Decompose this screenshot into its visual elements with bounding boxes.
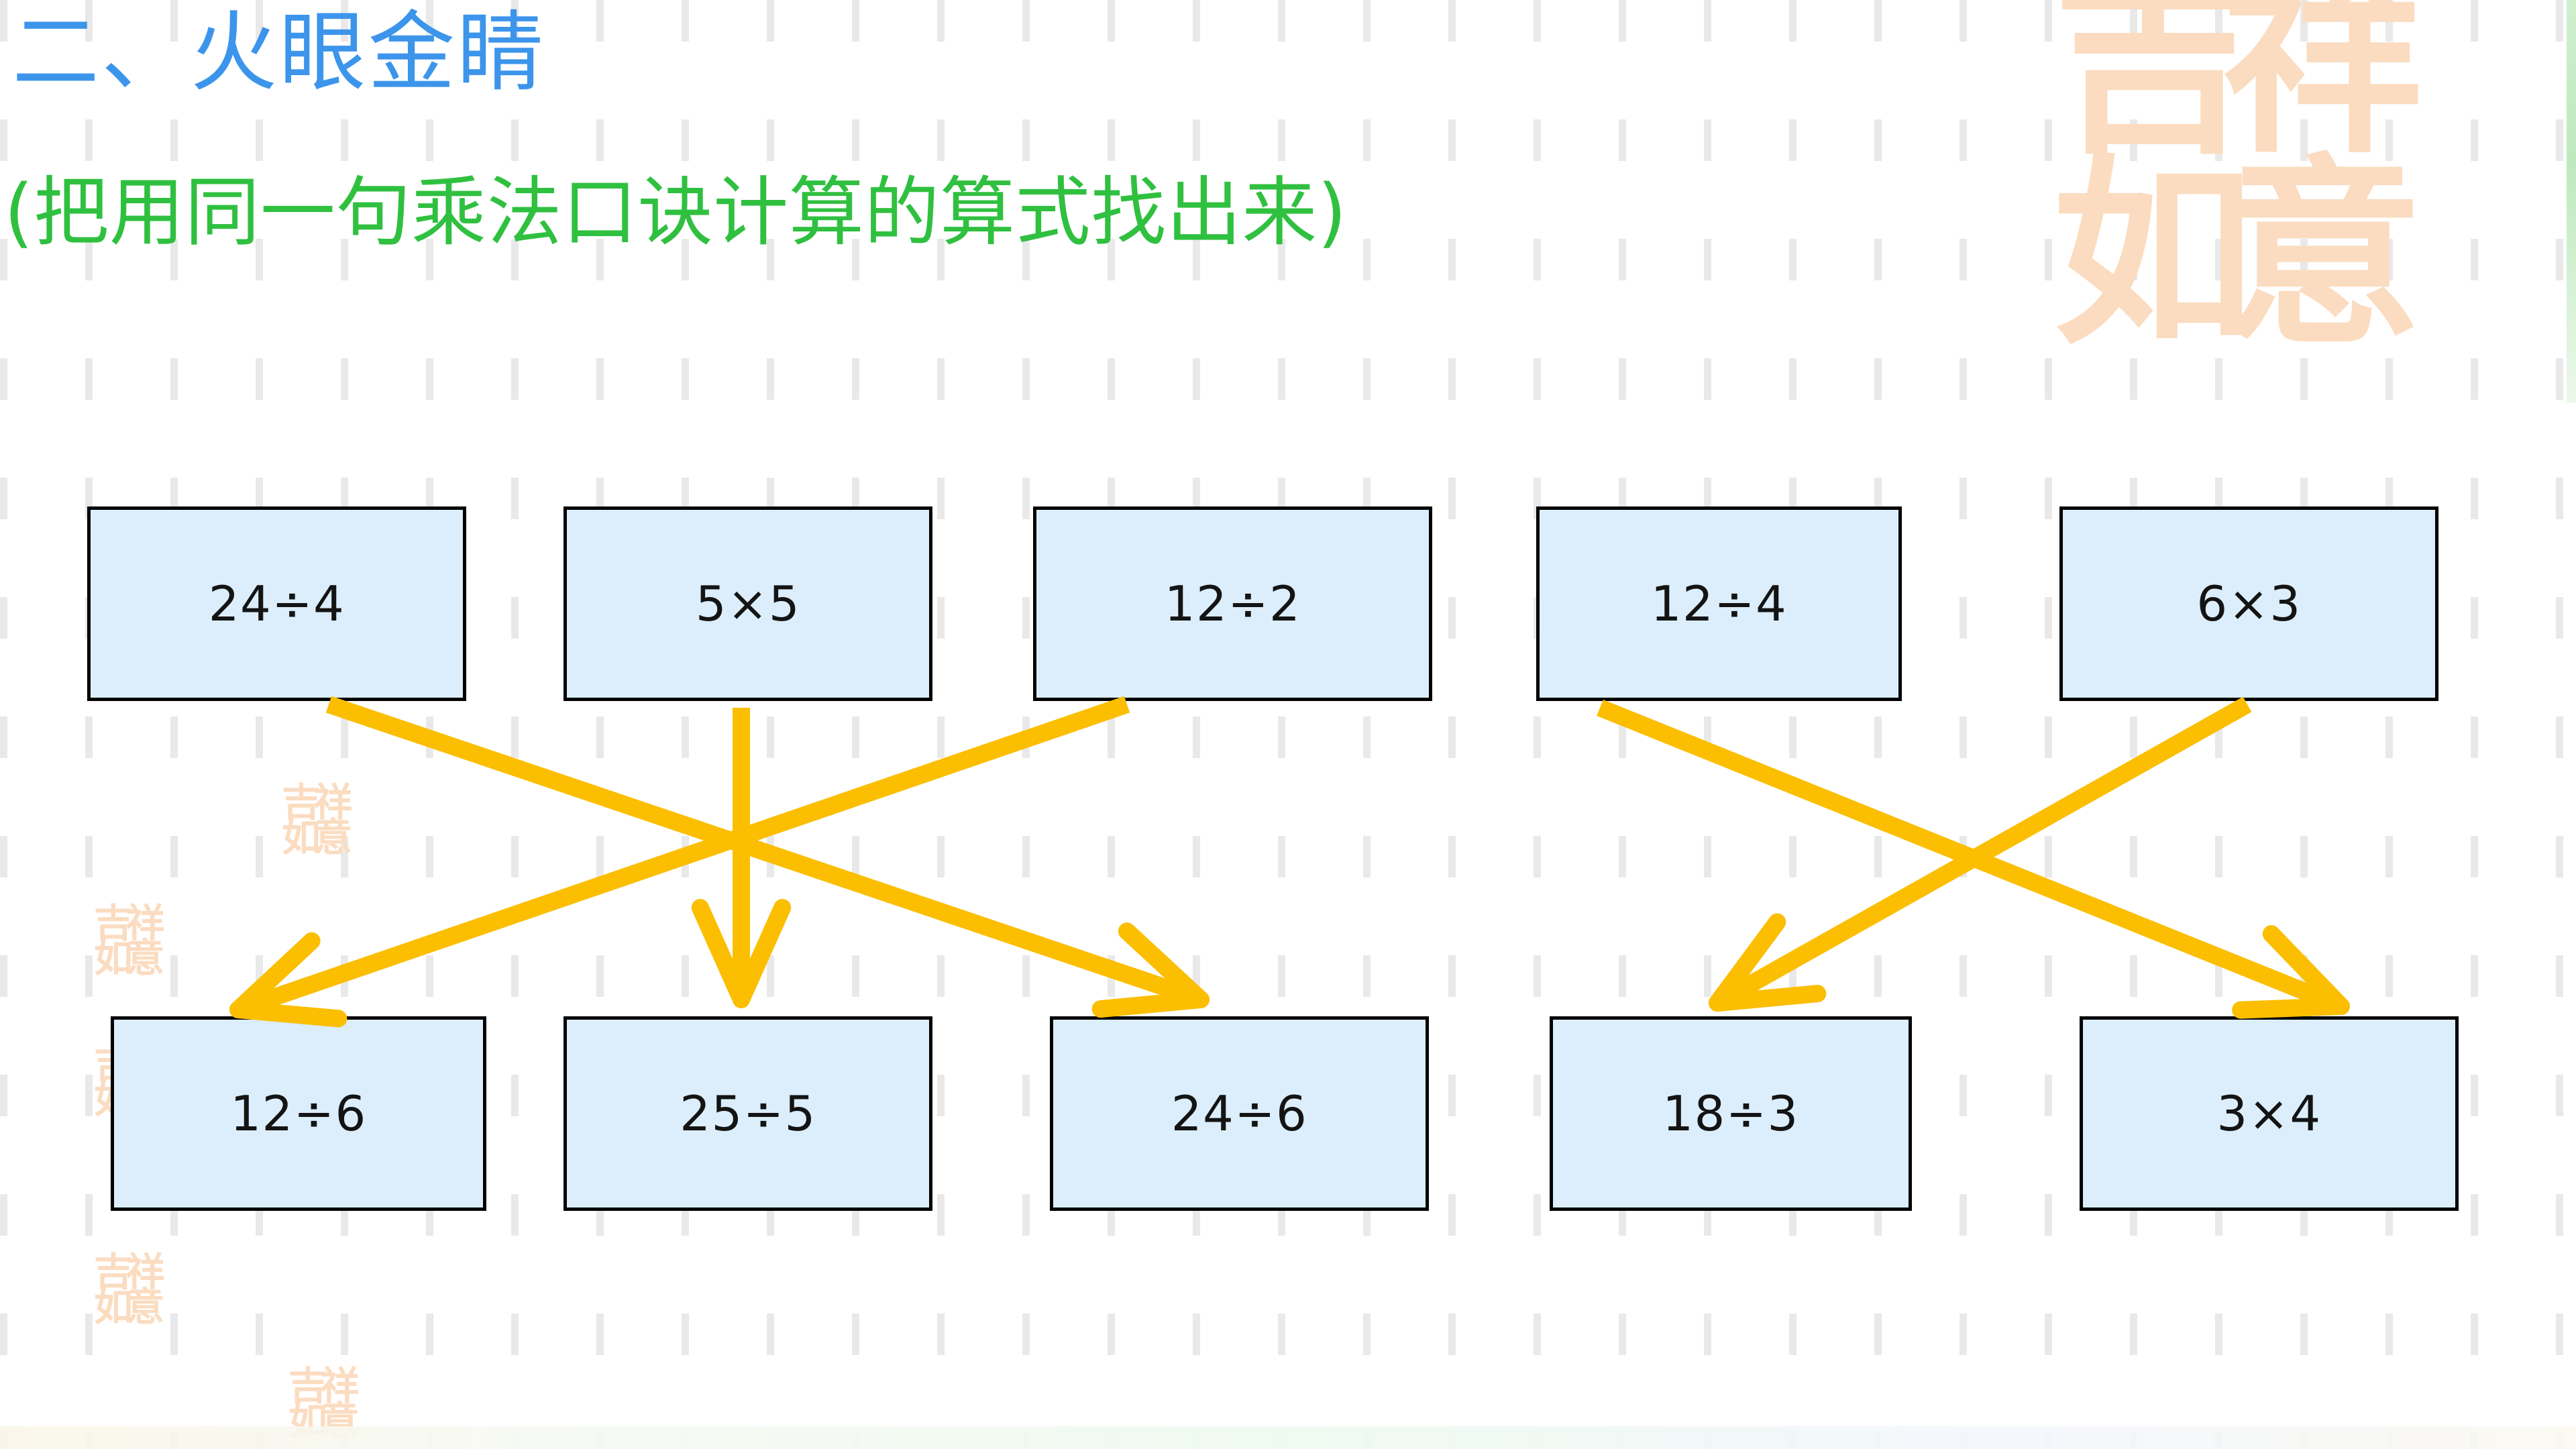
page-title: 二、火眼金睛 — [12, 1, 546, 103]
expression-box-top-3[interactable]: 12÷2 — [1033, 506, 1432, 701]
expression-box-bottom-3[interactable]: 24÷6 — [1050, 1016, 1429, 1211]
expression-box-top-1[interactable]: 24÷4 — [87, 506, 466, 701]
expression-box-top-4[interactable]: 12÷4 — [1536, 506, 1902, 701]
expression-box-bottom-2[interactable]: 25÷5 — [564, 1016, 932, 1211]
seal-stamp-5: 吉祥 如意 — [94, 900, 165, 981]
green-edge-strip — [2567, 0, 2576, 402]
expression-box-top-5[interactable]: 6×3 — [2059, 506, 2438, 701]
expression-box-bottom-1[interactable]: 12÷6 — [111, 1016, 486, 1211]
arrow-24div4-to-24div6 — [325, 696, 1210, 1018]
seal-stamp-3: 吉祥 如意 — [94, 1249, 165, 1330]
arrow-12div4-to-3x4 — [1597, 699, 2350, 1019]
bottom-tint-strip — [0, 1426, 2576, 1449]
seal-watermark-top-right: 吉祥 如意 — [2053, 0, 2423, 372]
expression-box-top-2[interactable]: 5×5 — [564, 506, 932, 701]
expression-box-bottom-5[interactable]: 3×4 — [2080, 1016, 2459, 1211]
page-subtitle: (把用同一句乘法口诀计算的算式找出来) — [4, 169, 1348, 256]
arrow-6x3-to-18div3 — [1709, 696, 2252, 1012]
arrow-5x5-to-25div5 — [691, 708, 792, 1008]
seal-stamp-4: 吉祥 如意 — [288, 1363, 360, 1444]
arrow-12div2-to-12div6 — [229, 696, 1130, 1028]
seal-stamp-1: 吉祥 如意 — [282, 780, 353, 861]
expression-box-bottom-4[interactable]: 18÷3 — [1550, 1016, 1912, 1211]
